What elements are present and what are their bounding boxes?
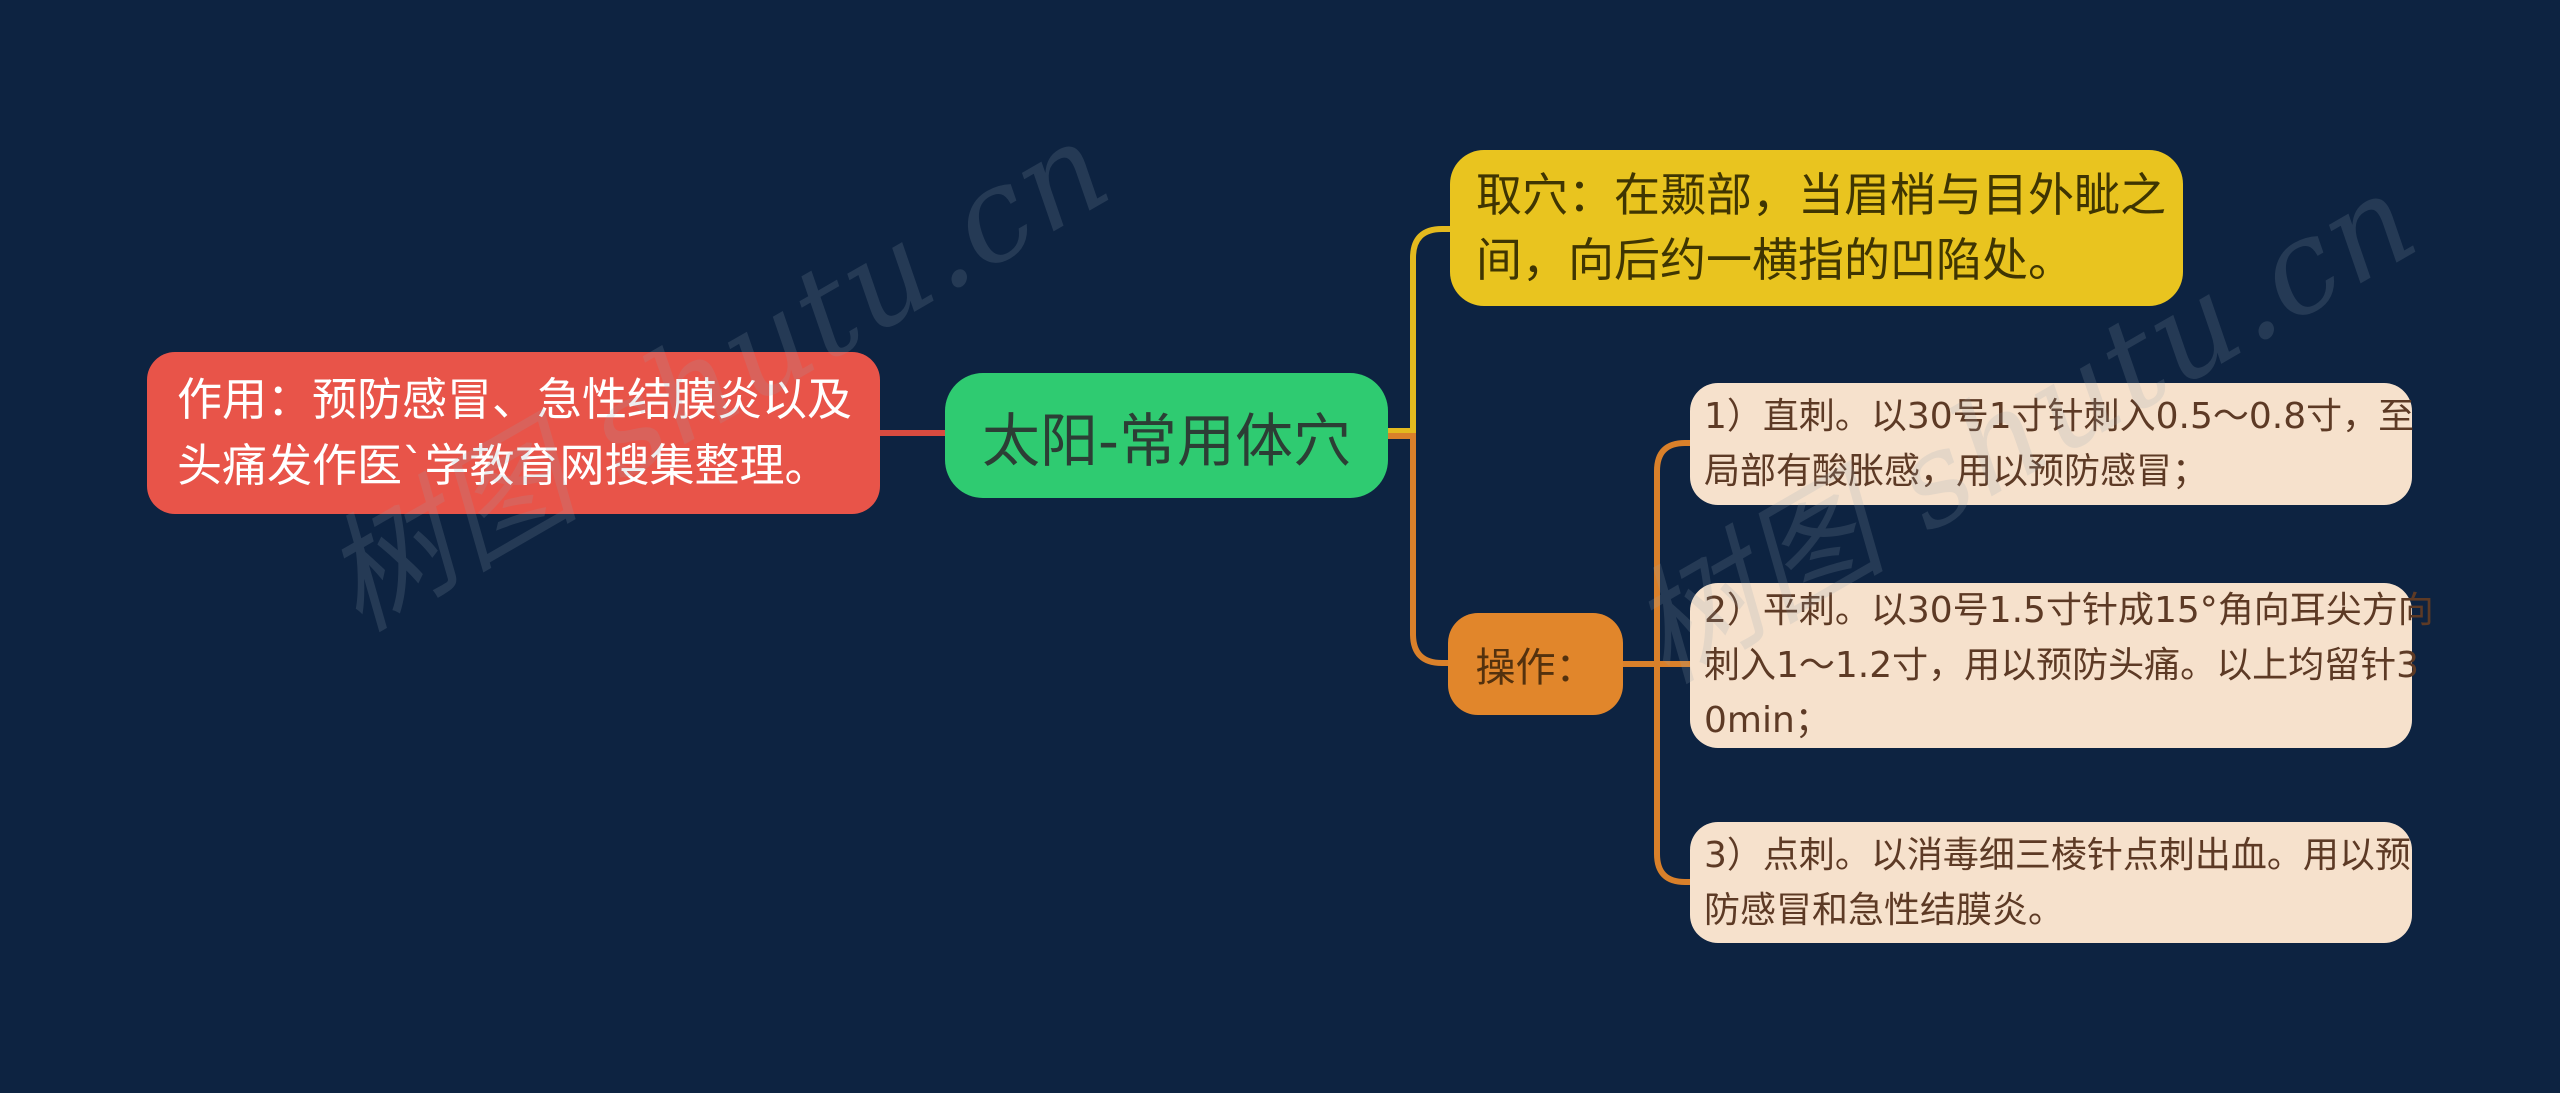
node-step-1[interactable]: 1）直刺。以30号1寸针刺入0.5～0.8寸，至 局部有酸胀感，用以预防感冒；	[1690, 383, 2415, 505]
node-function[interactable]: 作用：预防感冒、急性结膜炎以及 头痛发作医`学教育网搜集整理。	[147, 352, 880, 514]
node-root-label: 太阳-常用体穴	[982, 406, 1351, 475]
node-root[interactable]: 太阳-常用体穴	[945, 373, 1388, 498]
node-step-2-line-3: 0min；	[1704, 700, 1831, 741]
node-step-3[interactable]: 3）点刺。以消毒细三棱针点刺出血。用以预 防感冒和急性结膜炎。	[1690, 822, 2412, 943]
node-step-2-line-1: 2）平刺。以30号1.5寸针成15°角向耳尖方向	[1704, 590, 2434, 631]
node-operation[interactable]: 操作：	[1448, 613, 1623, 715]
node-function-line-2: 头痛发作医`学教育网搜集整理。	[177, 439, 830, 492]
node-step-1-line-2: 局部有酸胀感，用以预防感冒；	[1704, 451, 2209, 492]
node-location-line-1: 取穴：在颞部，当眉梢与目外眦之	[1476, 168, 2166, 222]
node-step-3-line-2: 防感冒和急性结膜炎。	[1704, 889, 2065, 931]
node-operation-label: 操作：	[1475, 645, 1596, 691]
connector-operation-to-steps-trunk	[1654, 440, 1692, 885]
node-function-line-1: 作用：预防感冒、急性结膜炎以及	[177, 373, 853, 426]
node-location[interactable]: 取穴：在颞部，当眉梢与目外眦之 间，向后约一横指的凹陷处。	[1450, 150, 2183, 306]
connector-root-to-location	[1386, 226, 1452, 434]
node-step-3-line-1: 3）点刺。以消毒细三棱针点刺出血。用以预	[1704, 834, 2411, 876]
node-step-2[interactable]: 2）平刺。以30号1.5寸针成15°角向耳尖方向 刺入1～1.2寸，用以预防头痛…	[1690, 583, 2434, 748]
node-step-2-line-2: 刺入1～1.2寸，用以预防头痛。以上均留针3	[1704, 645, 2420, 686]
node-location-line-2: 间，向后约一横指的凹陷处。	[1476, 233, 2074, 287]
connector-root-to-operation	[1386, 433, 1450, 666]
node-step-1-line-1: 1）直刺。以30号1寸针刺入0.5～0.8寸，至	[1704, 396, 2415, 437]
